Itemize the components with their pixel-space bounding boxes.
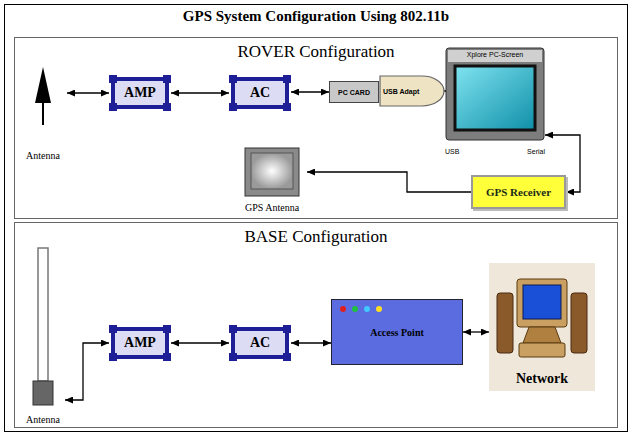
amplifier-box: AC	[229, 75, 291, 111]
node-label: Xplore PC-Screen	[467, 51, 523, 58]
connector	[291, 342, 331, 343]
node-label: Network	[516, 371, 568, 387]
node-label: AC	[250, 335, 270, 351]
connector	[171, 92, 229, 93]
amplifier-box: AMP	[109, 75, 171, 111]
antenna-mast: Antenna	[21, 247, 65, 425]
pc-card: PC CARD	[329, 81, 379, 103]
amplifier-box: AMP	[109, 325, 171, 361]
node-label: ROVER Configuration	[237, 42, 394, 62]
gps-receiver: GPS Receiver	[471, 175, 566, 209]
config-panel: BASE ConfigurationAntenna AMP AC Access Poi…	[14, 222, 618, 428]
connector	[67, 92, 109, 93]
port-label: Serial	[527, 148, 545, 155]
network-computer: Network	[489, 263, 595, 391]
connector	[307, 172, 471, 192]
node-label: Access Point	[370, 327, 424, 338]
node-label: GPS Receiver	[486, 186, 551, 198]
connector	[65, 343, 109, 400]
port-label: USB	[445, 148, 459, 155]
node-label: BASE Configuration	[244, 227, 387, 247]
node-label: PC CARD	[338, 89, 370, 96]
config-panel: ROVER ConfigurationAntenna AMP AC PC CARD US…	[14, 37, 618, 219]
amplifier-box: AC	[229, 325, 291, 361]
node-label: USB Adapt	[383, 88, 419, 95]
access-point: Access Point	[331, 299, 463, 365]
port-row: USB Serial	[445, 148, 545, 155]
pc-screen-outline	[445, 47, 545, 155]
gps-antenna: GPS Antenna	[237, 147, 307, 213]
usb-adapter: USB Adapt	[379, 75, 446, 107]
connector	[291, 91, 329, 92]
antenna-icon-outline	[19, 63, 67, 163]
node-label: AMP	[124, 335, 156, 351]
node-label: GPS Antenna	[245, 202, 299, 213]
antenna-mast-outline	[21, 247, 65, 425]
connector	[463, 331, 489, 332]
connector	[171, 342, 229, 343]
node-label: Antenna	[26, 150, 60, 161]
diagram-title: GPS System Configuration Using 802.11b	[0, 8, 632, 25]
node-label: AC	[250, 85, 270, 101]
pc-screen: Xplore PC-ScreenUSB Serial	[445, 47, 545, 155]
antenna-icon: Antenna	[19, 63, 67, 163]
node-label: Antenna	[26, 414, 60, 425]
node-label: AMP	[124, 85, 156, 101]
